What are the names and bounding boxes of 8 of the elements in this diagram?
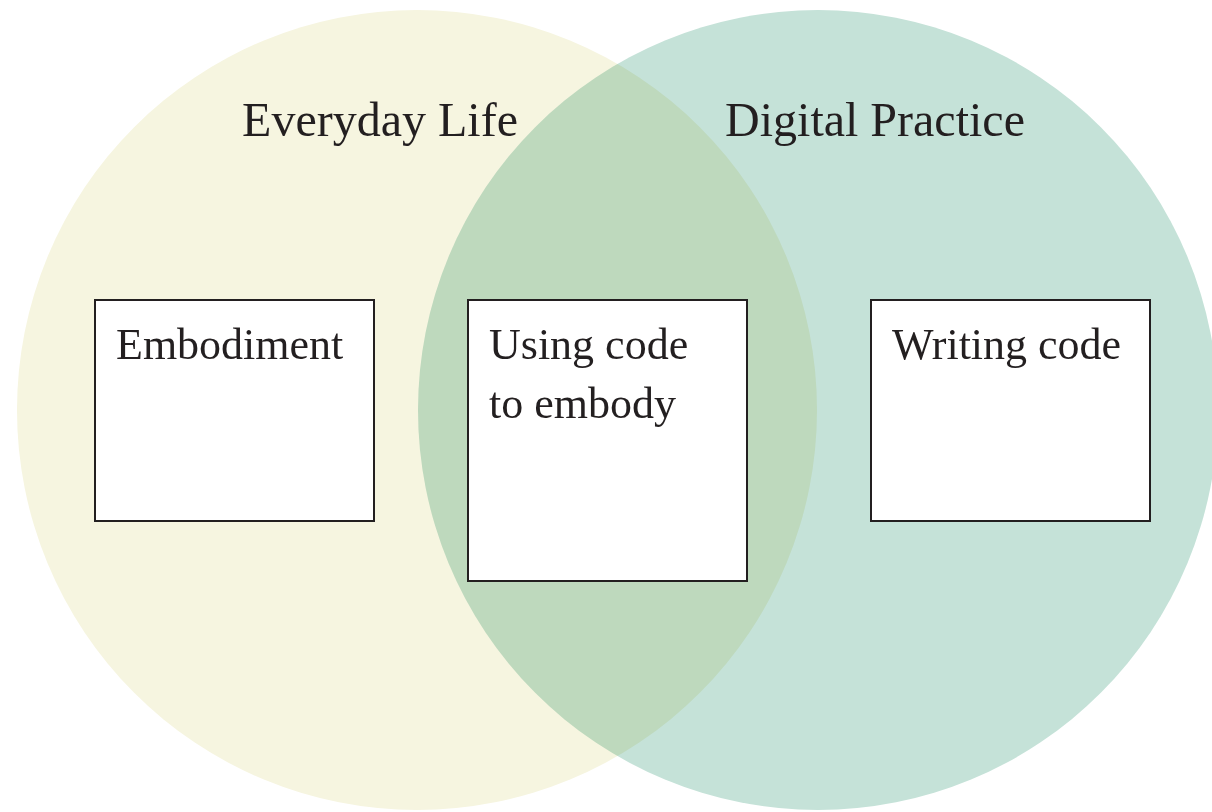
box-text: Writing code <box>892 319 1123 371</box>
box-text: Using code to embody <box>489 319 690 431</box>
text-box <box>467 299 748 582</box>
circle-heading: Everyday Life <box>242 92 518 147</box>
box-text: Embodiment <box>116 319 345 371</box>
circle-heading: Digital Practice <box>725 92 1025 147</box>
text-box <box>94 299 375 522</box>
text-box <box>870 299 1151 522</box>
